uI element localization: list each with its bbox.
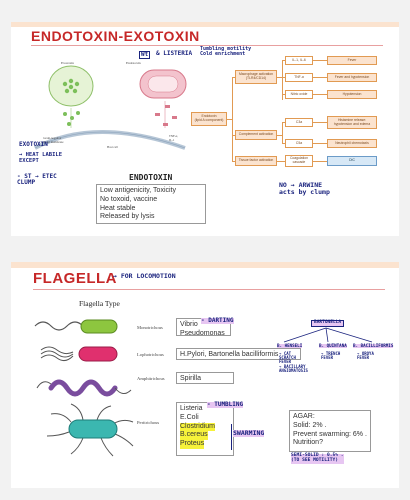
flagella-type-heading: Flagella Type — [79, 299, 120, 308]
peri-example: E.Coli — [180, 413, 199, 421]
handwritten-quintana-notes: → TRENCH FEVER — [321, 351, 341, 361]
endotoxin-fragments — [155, 105, 177, 126]
flow-macrophage-activation: Macrophage activation (TLR4/CD14) — [235, 70, 277, 84]
peri-example: Clostridium — [180, 422, 216, 432]
flow-histamine-release: Histamine release: hypotension and edema — [327, 116, 377, 129]
type-monotrichous: Monotrichous — [137, 325, 163, 330]
slide-top-strip — [11, 262, 399, 268]
handwritten-exotoxin: EXOTOXIN — [19, 141, 48, 148]
title-underline — [33, 289, 385, 290]
lopho-example: H.Pylori, Bartonella bacilliformis — [180, 351, 279, 358]
title-underline — [31, 45, 383, 46]
slide-top-strip — [11, 22, 399, 27]
monotrichous-bacterium — [34, 319, 118, 334]
handwritten-arwine: NO → ARWINE acts by clump — [279, 181, 330, 196]
flow-tissue-factor: Tissue factor activation — [235, 156, 277, 166]
endotoxin-point: Low antigenicity, Toxicity — [100, 187, 176, 194]
mono-example: Pseudomonas — [180, 329, 225, 337]
amphitrichous-bacterium — [36, 379, 132, 397]
handwritten-bartonella: BARTONELLA — [311, 320, 345, 327]
label-bacterial-membrane: Gram-negative cellular membrane — [41, 136, 64, 144]
swarming-brace — [227, 424, 232, 450]
handwritten-henseli-notes: → CAT SCRATCH FEVER → BACILLARY ANGIOMAT… — [279, 351, 308, 373]
lophotrichous-examples-box: H.Pylori, Bartonella bacilliformis — [176, 348, 301, 360]
handwritten-b-henseli: B. HENSELI — [277, 343, 303, 349]
agar-line: Nutrition? — [293, 439, 323, 447]
flow-fever-hypotension: Fever and hypotension — [327, 73, 377, 82]
flow-complement-activation: Complement activation — [235, 130, 277, 140]
slide-title: ENDOTOXIN-EXOTOXIN — [31, 28, 200, 44]
flagella-slide: FLAGELLA → FOR LOCOMOTION Flagella Type … — [11, 262, 399, 488]
label-exotoxin: Exotoxin — [61, 61, 74, 65]
endotoxin-exotoxin-slide: ENDOTOXIN-EXOTOXIN Wt & LISTERIA Tumblin… — [11, 22, 399, 236]
slide-title: FLAGELLA — [33, 270, 117, 287]
flow-c3a: C3a — [285, 118, 313, 127]
peritrichous-examples-box: Listeria E.Coli Clostridium B.cereus Pro… — [176, 402, 234, 456]
handwritten-swarming: SWARMING — [233, 429, 265, 437]
handwritten-locomotion: → FOR LOCOMOTION — [113, 272, 176, 280]
toxin-cell-diagram — [34, 65, 187, 150]
endotoxin-point: No toxoid, vaccine — [100, 195, 158, 203]
handwritten-listeria-note: Tumbling motility Cold enrichment — [200, 46, 252, 58]
mono-example: Vibrio — [180, 321, 198, 328]
flow-il1-il6: IL-1, IL-6 — [285, 56, 313, 65]
type-amphitrichous: Amphitrichous — [137, 376, 165, 381]
flow-nitric-oxide: Nitric oxide — [285, 90, 313, 99]
handwritten-box-note: Wt — [139, 51, 151, 60]
lophotrichous-bacterium — [40, 346, 118, 362]
label-host-cell: Host cell — [107, 145, 118, 149]
label-tnf: TNF-α, IL-1 — [169, 134, 178, 142]
endotoxin-point: Heat stable — [100, 204, 136, 212]
handwritten-semi-solid: SEMI-SOLID : 0.5% . (TO SEE MOTILITY) — [291, 453, 344, 464]
flow-tnf-alpha: TNF-α — [285, 73, 313, 82]
bartonella-arrows — [283, 327, 373, 343]
type-lophotrichous: Lophotrichous — [137, 352, 164, 357]
peri-example: Listeria — [180, 405, 203, 412]
peritrichous-bacterium — [46, 403, 134, 457]
handwritten-listeria: & LISTERIA — [156, 50, 193, 57]
endotoxin-heading: ENDOTOXIN — [129, 173, 173, 182]
flow-center-lipid-a: Endotoxin (lipid A component) — [191, 112, 227, 126]
flow-coagulation: Coagulation cascade — [285, 155, 313, 167]
flow-fever: Fever — [327, 56, 377, 65]
peri-example: Proteus — [180, 440, 205, 449]
agar-line: Prevent swarming: 6% . — [293, 430, 367, 438]
flow-hypotension: Hypotension — [327, 90, 377, 99]
handwritten-heat-labile: → HEAT LABILE EXCEPT — [19, 152, 63, 164]
flow-c5a: C5a — [285, 139, 313, 148]
amphitrichous-examples-box: Spirilla — [176, 372, 234, 384]
endotoxin-point: Released by lysis — [100, 213, 155, 221]
handwritten-st-etec: - ST → ETEC CLUMP — [17, 173, 57, 187]
agar-box: AGAR: Solid: 2% . Prevent swarming: 6% .… — [289, 410, 371, 452]
peri-example: B.cereus — [180, 431, 208, 440]
endotoxin-properties-box: Low antigenicity, Toxicity No toxoid, va… — [96, 184, 206, 224]
handwritten-b-bacilliformis: B. BACILLIFORMIS — [353, 343, 394, 349]
flow-dic: DIC — [327, 156, 377, 166]
flagella-bacteria-diagram — [34, 319, 134, 457]
type-peritrichous: Peritrichous — [137, 420, 160, 425]
amphi-example: Spirilla — [180, 375, 202, 382]
flow-neutrophil-chemotaxis: Neutrophil chemotaxis — [327, 139, 377, 148]
handwritten-bacilliformis-notes: → OROYA FEVER — [357, 351, 374, 361]
agar-line: Solid: 2% . — [293, 421, 327, 429]
handwritten-darting: - DARTING — [201, 317, 234, 325]
handwritten-tumbling: - TUMBLING — [207, 401, 244, 409]
label-endotoxin: Endotoxin — [126, 61, 141, 65]
handwritten-b-quintana: B. QUINTANA — [319, 343, 347, 349]
agar-line: AGAR: — [293, 413, 315, 420]
